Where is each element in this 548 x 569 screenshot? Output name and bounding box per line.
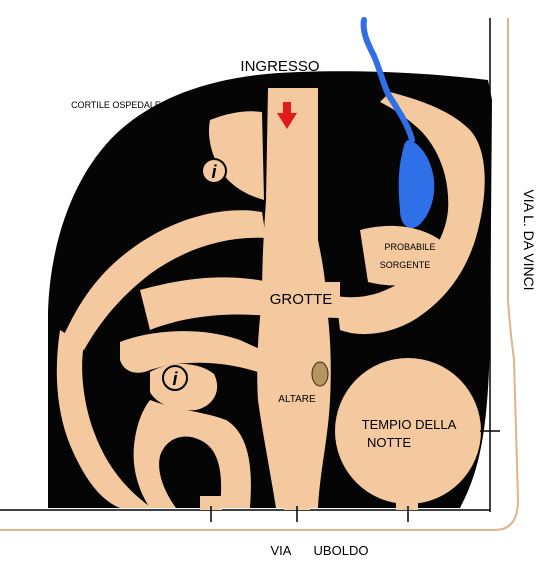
info-icon: i: [201, 158, 227, 184]
label-tempio-line2: NOTTE: [367, 435, 411, 450]
label-cortile-ospedale: CORTILE OSPEDALE: [71, 100, 161, 110]
altar-stone: [311, 361, 329, 387]
info-symbol-top: i: [211, 162, 217, 182]
label-via: VIA: [271, 543, 292, 558]
water-pool: [398, 140, 435, 229]
cave-tunnels: [56, 88, 485, 510]
entrance-arrow-icon: [277, 102, 297, 129]
label-grotte: GROTTE: [270, 291, 333, 308]
water-stream: [360, 17, 415, 143]
label-sorgente: SORGENTE: [380, 260, 431, 270]
label-via-da-vinci: VIA L. DA VINCI: [521, 189, 537, 290]
info-icon: i: [162, 365, 188, 391]
label-ingresso: INGRESSO: [240, 58, 319, 75]
label-altare: ALTARE: [278, 394, 316, 405]
right-border-curve: [0, 18, 520, 531]
label-tempio-line1: TEMPIO DELLA: [362, 417, 457, 432]
label-probabile: PROBABILE: [384, 242, 435, 252]
label-uboldo: UBOLDO: [314, 543, 369, 558]
info-symbol-left: i: [172, 369, 178, 389]
